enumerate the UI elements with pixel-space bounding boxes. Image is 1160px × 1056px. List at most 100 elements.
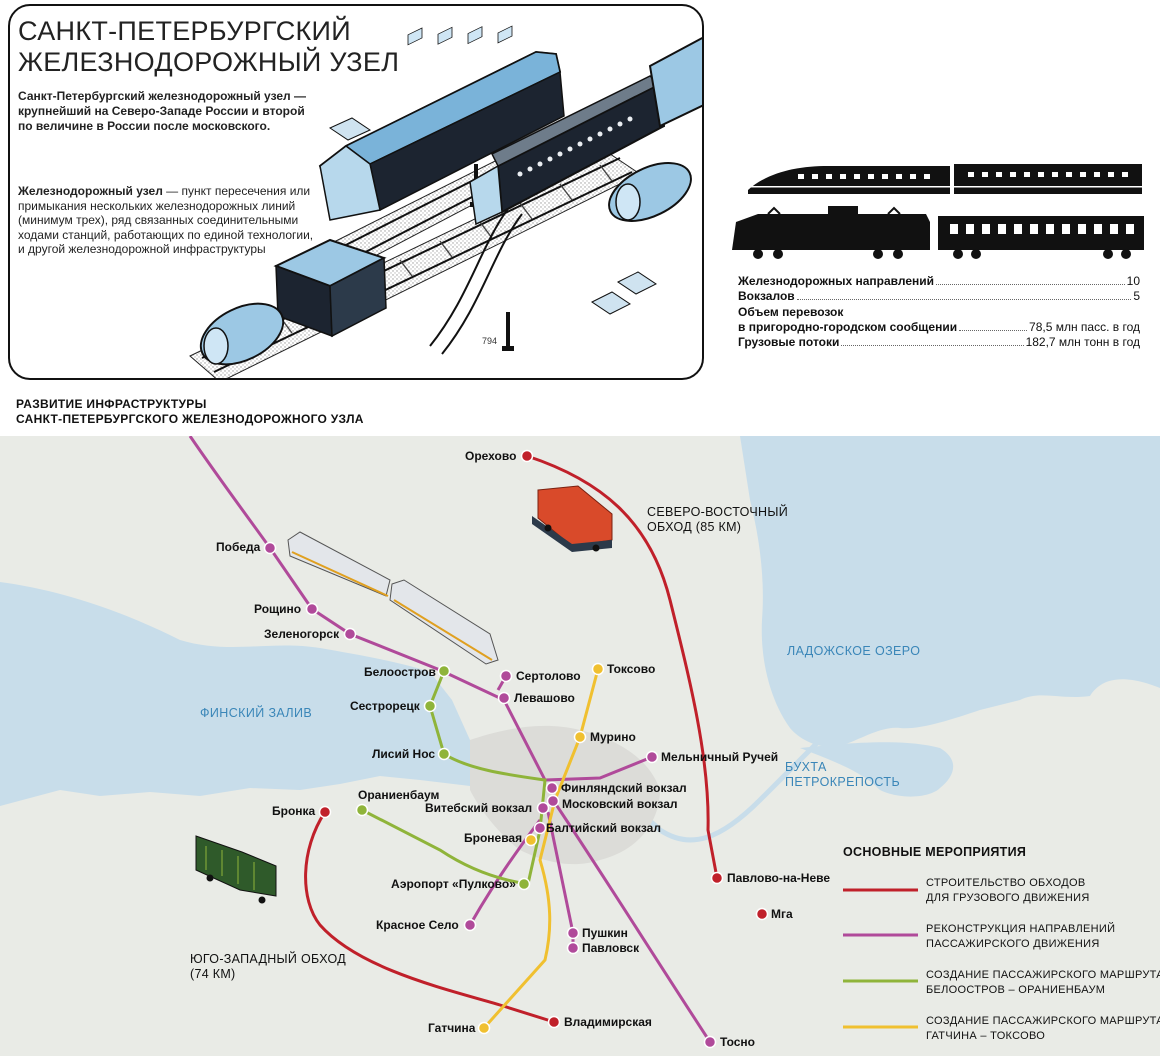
green-route bbox=[361, 670, 547, 886]
map-legend: ОСНОВНЫЕ МЕРОПРИЯТИЯ СТРОИТЕЛЬСТВО ОБХОД… bbox=[843, 845, 1160, 1042]
station-label: Зеленогорск bbox=[264, 627, 340, 641]
gulf-of-finland bbox=[0, 582, 548, 806]
station-label: Токсово bbox=[607, 662, 655, 676]
svg-text:РЕКОНСТРУКЦИЯ НАПРАВЛЕНИЙ: РЕКОНСТРУКЦИЯ НАПРАВЛЕНИЙ bbox=[926, 922, 1115, 935]
railway-map: ФИНСКИЙ ЗАЛИВ ЛАДОЖСКОЕ ОЗЕРО БУХТА ПЕТР… bbox=[0, 436, 1160, 1056]
yellow-route bbox=[482, 668, 600, 1030]
tosno-route bbox=[551, 799, 712, 1043]
station-dot bbox=[318, 805, 332, 819]
passenger-train-illustration bbox=[287, 531, 499, 665]
station-dot bbox=[536, 801, 550, 815]
station-label: Мельничный Ручей bbox=[661, 750, 778, 764]
station-dot bbox=[520, 449, 534, 463]
ne-bypass-caption-2: ОБХОД (85 КМ) bbox=[647, 520, 741, 534]
train-silhouettes bbox=[732, 164, 1144, 259]
station-dot bbox=[566, 941, 580, 955]
sw-bypass-caption-2: (74 КМ) bbox=[190, 967, 236, 981]
station-dot bbox=[499, 669, 513, 683]
station-label: Броневая bbox=[464, 831, 522, 845]
label-ladoga: ЛАДОЖСКОЕ ОЗЕРО bbox=[787, 644, 920, 658]
station-dot bbox=[533, 821, 547, 835]
station-label: Витебский вокзал bbox=[425, 801, 532, 815]
station-dot bbox=[547, 1015, 561, 1029]
station-dot bbox=[497, 691, 511, 705]
station-label: Рощино bbox=[254, 602, 301, 616]
legend-title: ОСНОВНЫЕ МЕРОПРИЯТИЯ bbox=[843, 845, 1026, 859]
lake-ladoga bbox=[740, 436, 1160, 747]
svg-text:СОЗДАНИЕ ПАССАЖИРСКОГО МАРШРУТ: СОЗДАНИЕ ПАССАЖИРСКОГО МАРШРУТА bbox=[926, 1015, 1160, 1027]
station-label: Тосно bbox=[720, 1035, 755, 1049]
station-label: Московский вокзал bbox=[562, 797, 678, 811]
station-dot bbox=[517, 877, 531, 891]
vyborg-route bbox=[188, 436, 547, 781]
station-label: Победа bbox=[216, 540, 261, 554]
km-marker: 794 bbox=[482, 336, 497, 346]
station-dot bbox=[566, 926, 580, 940]
station-label: Аэропорт «Пулково» bbox=[391, 877, 516, 891]
station-label: Финляндский вокзал bbox=[561, 781, 687, 795]
station-dot bbox=[263, 541, 277, 555]
station-dot bbox=[437, 747, 451, 761]
station-label: Левашово bbox=[514, 691, 575, 705]
station-dot bbox=[524, 833, 538, 847]
station-label: Бронка bbox=[272, 804, 316, 818]
station-label: Мурино bbox=[590, 730, 636, 744]
station-label: Сестрорецк bbox=[350, 699, 421, 713]
sw-bypass-route bbox=[304, 811, 555, 1024]
krasnoe-selo-route bbox=[468, 819, 542, 926]
svg-text:ДЛЯ ГРУЗОВОГО ДВИЖЕНИЯ: ДЛЯ ГРУЗОВОГО ДВИЖЕНИЯ bbox=[926, 892, 1090, 904]
definition-text: Железнодорожный узел — пункт пересечения… bbox=[18, 184, 314, 257]
station-dot bbox=[423, 699, 437, 713]
label-bukhta: БУХТА bbox=[785, 760, 827, 774]
station-label: Павлово-на-Неве bbox=[727, 871, 830, 885]
station-dot bbox=[645, 750, 659, 764]
station-label: Сертолово bbox=[516, 669, 581, 683]
station-label: Ораниенбаум bbox=[358, 788, 439, 802]
station-label: Орехово bbox=[465, 449, 516, 463]
station-dot bbox=[591, 662, 605, 676]
station-dot bbox=[710, 871, 724, 885]
station-label: Лисий Нос bbox=[372, 747, 435, 761]
station-label: Пушкин bbox=[582, 926, 628, 940]
station-dot bbox=[703, 1035, 717, 1049]
container-wagon-illustration bbox=[532, 485, 613, 552]
label-petrokrepost: ПЕТРОКРЕПОСТЬ bbox=[785, 775, 900, 789]
label-finsky: ФИНСКИЙ ЗАЛИВ bbox=[200, 705, 312, 720]
station-label: Красное Село bbox=[376, 918, 459, 932]
station-label: Мга bbox=[771, 907, 793, 921]
station-dot bbox=[343, 627, 357, 641]
station-dot bbox=[545, 781, 559, 795]
intro-text: Санкт-Петербургский железнодорожный узел… bbox=[18, 89, 307, 133]
svg-text:СТРОИТЕЛЬСТВО ОБХОДОВ: СТРОИТЕЛЬСТВО ОБХОДОВ bbox=[926, 877, 1085, 889]
station-label: Балтийский вокзал bbox=[546, 821, 661, 835]
trains-illustration: 794 bbox=[189, 25, 702, 378]
svg-text:БЕЛООСТРОВ – ОРАНИЕНБАУМ: БЕЛООСТРОВ – ОРАНИЕНБАУМ bbox=[926, 984, 1105, 996]
page-title: САНКТ-ПЕТЕРБУРГСКИЙ ЖЕЛЕЗНОДОРОЖНЫЙ УЗЕЛ bbox=[18, 16, 400, 77]
station-dot bbox=[477, 1021, 491, 1035]
station-dot bbox=[573, 730, 587, 744]
coal-wagon-illustration bbox=[195, 835, 277, 904]
sw-bypass-caption-1: ЮГО-ЗАПАДНЫЙ ОБХОД bbox=[190, 951, 346, 966]
section-title: РАЗВИТИЕ ИНФРАСТРУКТУРЫ САНКТ-ПЕТЕРБУРГС… bbox=[16, 397, 364, 426]
ne-bypass-caption-1: СЕВЕРО-ВОСТОЧНЫЙ bbox=[647, 504, 788, 519]
station-dot bbox=[305, 602, 319, 616]
station-dot bbox=[546, 794, 560, 808]
ne-bypass-route bbox=[526, 454, 719, 879]
intro-panel: САНКТ-ПЕТЕРБУРГСКИЙ ЖЕЛЕЗНОДОРОЖНЫЙ УЗЕЛ… bbox=[8, 4, 704, 380]
station-label: Гатчина bbox=[428, 1021, 476, 1035]
svg-text:ПАССАЖИРСКОГО ДВИЖЕНИЯ: ПАССАЖИРСКОГО ДВИЖЕНИЯ bbox=[926, 938, 1100, 950]
station-dot bbox=[463, 918, 477, 932]
station-label: Павловск bbox=[582, 941, 640, 955]
stat-row: Объем перевозок bbox=[738, 304, 844, 319]
station-label: Владимирская bbox=[564, 1015, 652, 1029]
petrokrepost-bay bbox=[800, 742, 954, 797]
station-dot bbox=[437, 664, 451, 678]
svg-text:СОЗДАНИЕ ПАССАЖИРСКОГО МАРШРУТ: СОЗДАНИЕ ПАССАЖИРСКОГО МАРШРУТА bbox=[926, 969, 1160, 981]
city-area bbox=[470, 725, 660, 865]
station-label: Белоостров bbox=[364, 665, 436, 679]
